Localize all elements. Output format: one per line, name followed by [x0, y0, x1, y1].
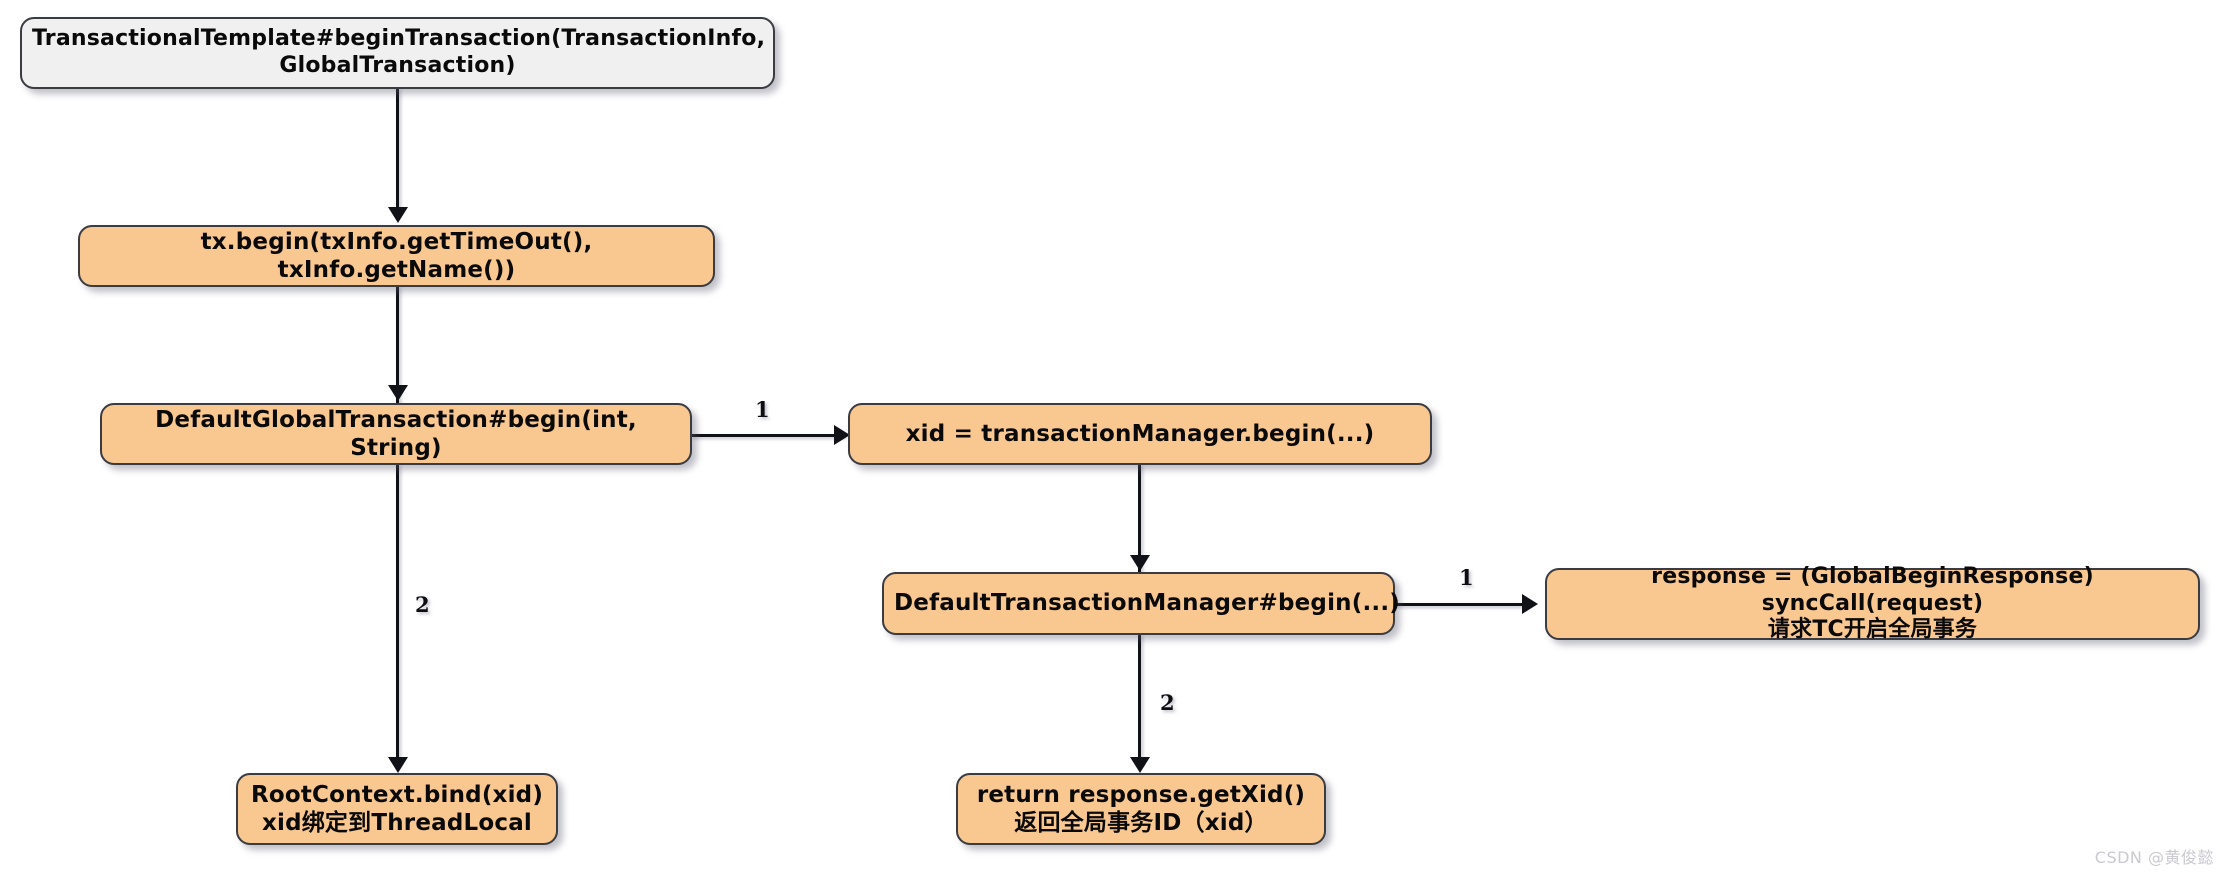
watermark: CSDN @黄俊懿 — [2094, 848, 2214, 867]
arrowhead-default-global-transaction-to-xid — [834, 425, 850, 445]
arrowhead-default-transaction-manager-to-response — [1522, 594, 1538, 614]
node-tx-begin[interactable]: tx.begin(txInfo.getTimeOut(), txInfo.get… — [78, 225, 715, 287]
node-transactional-template[interactable]: TransactionalTemplate#beginTransaction(T… — [20, 17, 775, 89]
node-tx-begin-label: tx.begin(txInfo.getTimeOut(), txInfo.get… — [200, 228, 593, 283]
edge-xid-to-default-transaction-manager — [1138, 465, 1141, 573]
node-xid-transaction-manager-begin[interactable]: xid = transactionManager.begin(...) — [848, 403, 1432, 465]
arrowhead-default-global-transaction-to-root-context — [388, 757, 408, 773]
edge-label-default-transaction-manager-to-return-xid: 2 — [1160, 690, 1175, 715]
edge-default-transaction-manager-to-return-xid — [1138, 635, 1141, 765]
node-return-response-get-xid-label: return response.getXid() 返回全局事务ID（xid） — [976, 781, 1306, 836]
node-root-context-bind[interactable]: RootContext.bind(xid) xid绑定到ThreadLocal — [236, 773, 558, 845]
node-transactional-template-label: TransactionalTemplate#beginTransaction(T… — [32, 26, 766, 78]
node-default-global-transaction-begin[interactable]: DefaultGlobalTransaction#begin(int, Stri… — [100, 403, 692, 465]
arrowhead-xid-to-default-transaction-manager — [1130, 555, 1150, 571]
node-default-transaction-manager-begin-label: DefaultTransactionManager#begin(...) — [894, 590, 1400, 617]
node-response-sync-call-label: response = (GlobalBeginResponse) syncCal… — [1651, 563, 2094, 643]
edge-default-global-transaction-to-xid — [692, 434, 845, 437]
node-xid-transaction-manager-begin-label: xid = transactionManager.begin(...) — [905, 420, 1375, 447]
edge-label-default-global-transaction-to-xid: 1 — [755, 397, 770, 422]
edge-label-default-transaction-manager-to-response: 1 — [1459, 565, 1474, 590]
arrowhead-template-to-tx-begin — [388, 207, 408, 223]
node-response-sync-call[interactable]: response = (GlobalBeginResponse) syncCal… — [1545, 564, 2200, 642]
edge-default-global-transaction-to-root-context — [396, 465, 399, 765]
edge-tx-begin-to-default-global-transaction — [396, 287, 399, 407]
edge-label-default-global-transaction-to-root-context: 2 — [415, 592, 430, 617]
node-default-transaction-manager-begin[interactable]: DefaultTransactionManager#begin(...) — [882, 572, 1400, 635]
edge-template-to-tx-begin — [396, 89, 399, 209]
node-root-context-bind-label: RootContext.bind(xid) xid绑定到ThreadLocal — [250, 781, 544, 836]
node-return-response-get-xid[interactable]: return response.getXid() 返回全局事务ID（xid） — [956, 773, 1326, 845]
edge-default-transaction-manager-to-response — [1395, 603, 1529, 606]
node-default-global-transaction-begin-label: DefaultGlobalTransaction#begin(int, Stri… — [155, 406, 637, 461]
arrowhead-default-transaction-manager-to-return-xid — [1130, 757, 1150, 773]
arrowhead-tx-begin-to-default-global-transaction — [388, 385, 408, 401]
